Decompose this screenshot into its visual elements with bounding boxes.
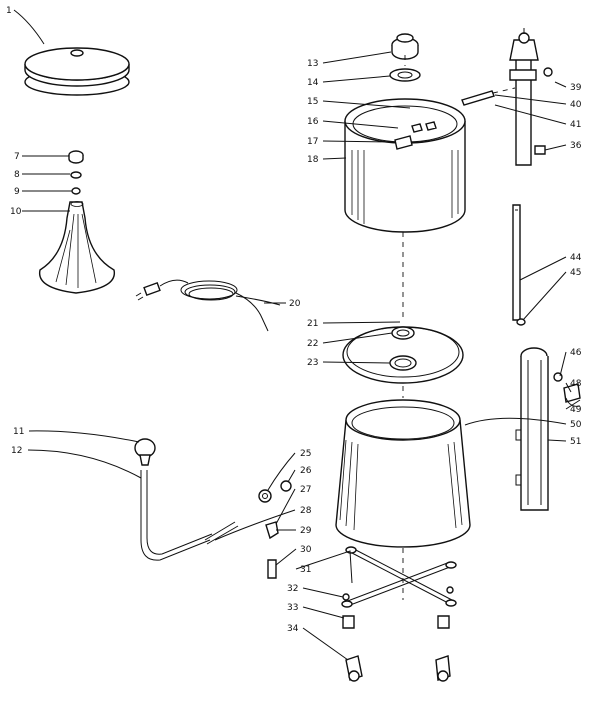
label-30: 30 <box>300 545 312 555</box>
label-41: 41 <box>570 120 581 130</box>
label-49: 49 <box>570 405 582 415</box>
label-20: 20 <box>289 299 301 309</box>
label-33: 33 <box>287 603 298 613</box>
label-13: 13 <box>307 59 318 69</box>
part-agitator <box>38 150 115 294</box>
label-28: 28 <box>300 506 312 516</box>
label-25: 25 <box>300 449 311 459</box>
label-39: 39 <box>570 83 582 93</box>
part-power-cord <box>135 279 281 332</box>
label-15: 15 <box>307 97 318 107</box>
part-base-frame <box>341 546 457 682</box>
part-tub-cover <box>342 232 464 384</box>
label-8: 8 <box>14 170 20 180</box>
label-44: 44 <box>570 253 582 263</box>
label-40: 40 <box>570 100 582 110</box>
part-lid <box>13 9 130 96</box>
label-36: 36 <box>570 141 582 151</box>
label-7: 7 <box>14 152 20 162</box>
label-48: 48 <box>570 379 582 389</box>
label-50: 50 <box>570 420 582 430</box>
label-31: 31 <box>300 565 311 575</box>
part-motor-shaft <box>492 28 553 166</box>
part-side-panel <box>515 347 581 511</box>
label-29: 29 <box>300 526 312 536</box>
label-10: 10 <box>10 207 22 217</box>
label-46: 46 <box>570 348 582 358</box>
label-12: 12 <box>11 446 22 456</box>
label-32: 32 <box>287 584 298 594</box>
label-1: 1 <box>6 6 12 16</box>
label-11: 11 <box>13 427 24 437</box>
leader-lines <box>22 51 581 661</box>
label-22: 22 <box>307 339 318 349</box>
label-26: 26 <box>300 466 312 476</box>
label-21: 21 <box>307 319 318 329</box>
label-16: 16 <box>307 117 319 127</box>
part-upper-tub <box>344 33 495 233</box>
label-23: 23 <box>307 358 318 368</box>
part-strip <box>512 204 526 326</box>
part-lower-tub <box>335 386 471 548</box>
part-drain-assembly <box>134 438 292 579</box>
callout-labels: 1 7 8 9 10 11 12 13 14 15 16 17 18 20 21… <box>6 6 582 634</box>
label-17: 17 <box>307 137 318 147</box>
label-14: 14 <box>307 78 319 88</box>
label-51: 51 <box>570 437 581 447</box>
label-27: 27 <box>300 485 311 495</box>
label-45: 45 <box>570 268 581 278</box>
label-34: 34 <box>287 624 299 634</box>
label-18: 18 <box>307 155 319 165</box>
label-9: 9 <box>14 187 20 197</box>
